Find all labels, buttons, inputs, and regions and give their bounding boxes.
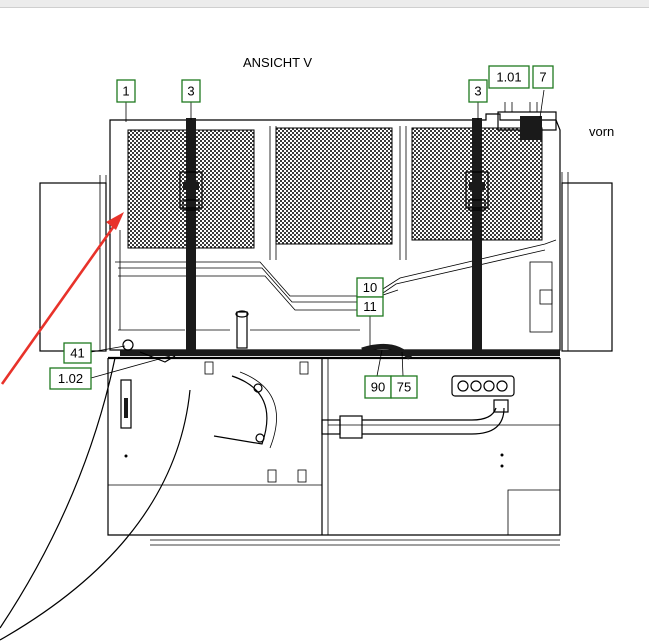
window-top-bar [0, 0, 649, 8]
svg-text:3: 3 [474, 84, 481, 99]
large-curve-inner [0, 389, 191, 641]
lower-chassis [107, 358, 561, 546]
callout-1: 1 [116, 79, 136, 103]
tie-rod-right [465, 118, 489, 352]
svg-text:7: 7 [539, 70, 546, 85]
annotation-arrow [0, 212, 124, 385]
svg-text:1.01: 1.01 [496, 70, 521, 85]
callout-7: 7 [532, 65, 554, 89]
front-side-label: vorn [589, 124, 614, 139]
large-curve-left [0, 357, 116, 629]
callout-3-left: 3 [181, 79, 201, 103]
hose-90-75 [361, 343, 412, 360]
callout-1-02: 1.02 [49, 367, 92, 390]
horizontal-hose [321, 407, 505, 439]
callout-11: 11 [356, 296, 384, 317]
callout-41: 41 [63, 342, 92, 364]
mounting-plate [108, 339, 560, 363]
callout-3-right: 3 [468, 79, 488, 103]
svg-text:1.02: 1.02 [58, 371, 83, 386]
side-slot-component [120, 379, 132, 429]
callout-90: 90 [364, 375, 392, 399]
vertical-pipe [235, 310, 249, 349]
semicircle-bracket [213, 375, 268, 445]
svg-text:11: 11 [363, 299, 377, 314]
tie-rod-left [179, 118, 203, 352]
leader-lines [90, 89, 545, 379]
svg-text:3: 3 [187, 84, 194, 99]
top-right-component [497, 102, 557, 140]
mesh-panel-center [275, 127, 393, 245]
callout-1-01: 1.01 [488, 65, 530, 89]
valve-block [451, 375, 515, 413]
left-side-extension [39, 175, 107, 352]
view-title: ANSICHT V [243, 55, 312, 70]
svg-text:1: 1 [122, 84, 129, 99]
callout-10: 10 [356, 277, 384, 298]
svg-text:90: 90 [371, 380, 385, 395]
svg-text:10: 10 [363, 280, 377, 295]
svg-text:41: 41 [70, 346, 84, 361]
svg-text:75: 75 [397, 380, 411, 395]
right-side-extension [529, 172, 613, 352]
callout-75: 75 [390, 375, 418, 399]
